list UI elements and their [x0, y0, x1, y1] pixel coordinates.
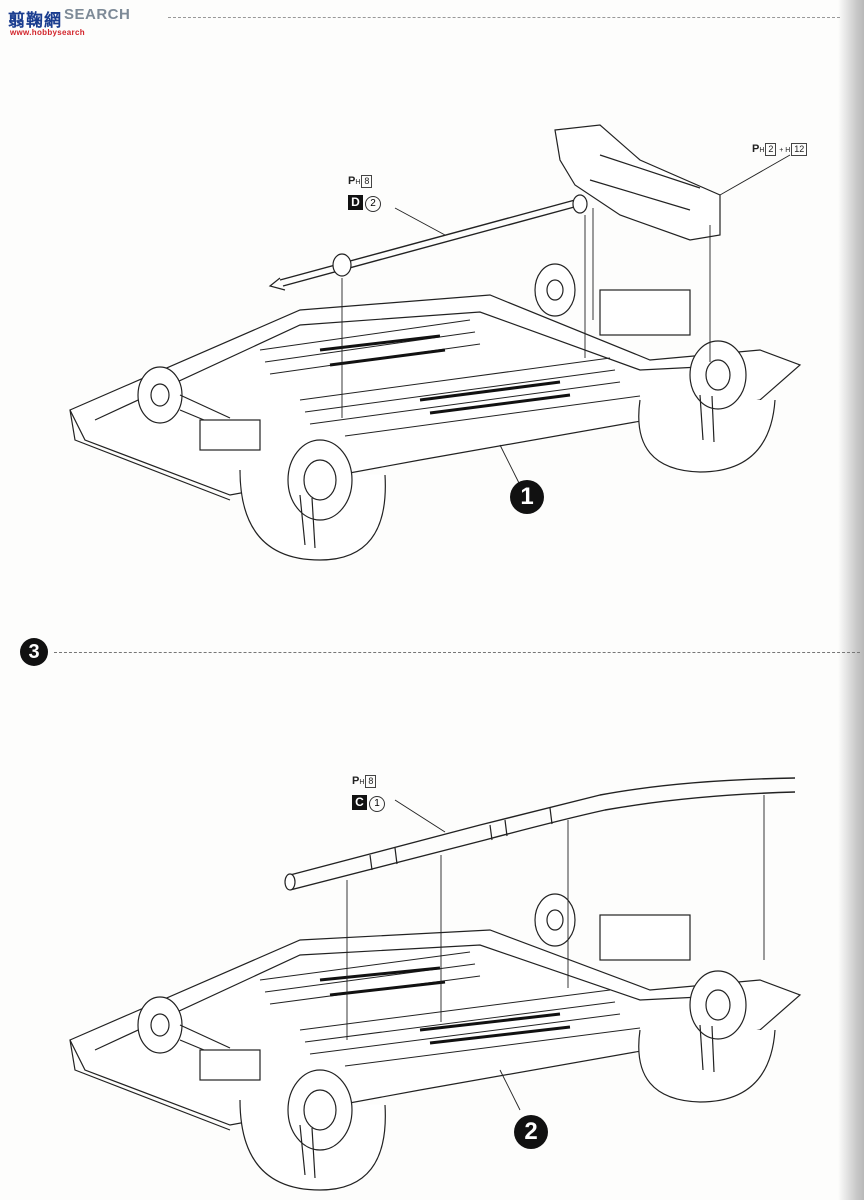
logo-sub-text: www.hobbysearch — [10, 28, 85, 37]
step-divider: 3 — [20, 638, 860, 668]
logo-search-text: SEARCH — [64, 6, 131, 23]
callout-2: 2 — [514, 1115, 548, 1149]
callout-1: 1 — [510, 480, 544, 514]
chassis-diagram-bottom — [69, 777, 802, 1191]
page-header: 翦鞠網 www.hobbysearch SEARCH — [0, 0, 864, 40]
page-edge-shadow — [838, 0, 864, 1200]
step-number-badge: 3 — [20, 638, 48, 666]
hobbysearch-logo: 翦鞠網 www.hobbysearch — [6, 4, 85, 38]
header-dashed-rule — [168, 17, 840, 18]
logo-chinese-text: 翦鞠網 — [8, 11, 62, 31]
step-dashed-rule — [54, 652, 860, 653]
chassis-diagram-top — [69, 124, 802, 561]
